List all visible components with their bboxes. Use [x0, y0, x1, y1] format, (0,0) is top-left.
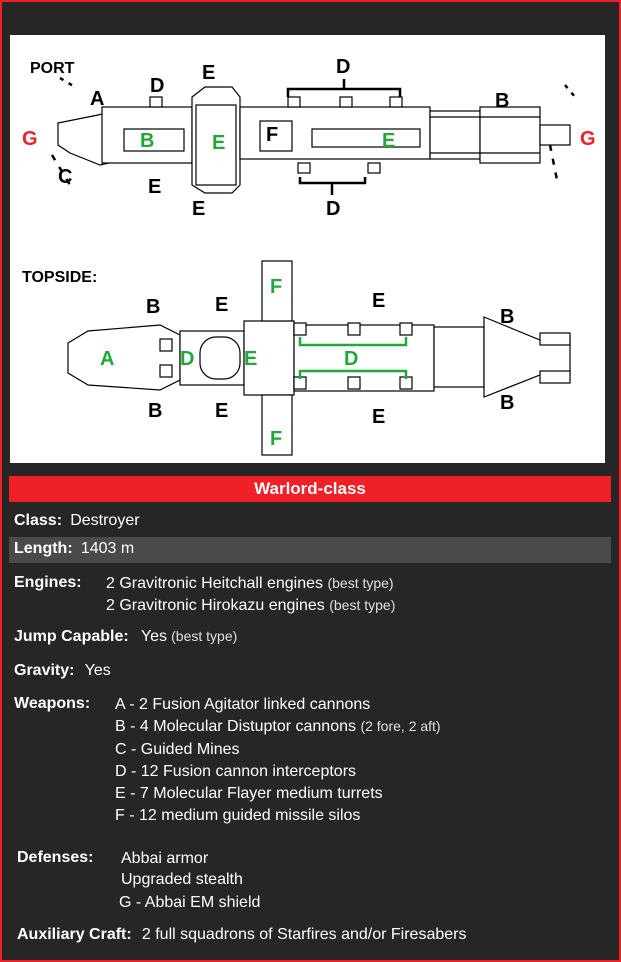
port-label-e5: E	[192, 198, 205, 220]
weapon-text: A - 2 Fusion Agitator linked cannons	[115, 696, 371, 713]
port-label-e2: E	[212, 132, 225, 154]
class-value: Destroyer	[70, 512, 140, 529]
auxiliary-label: Auxiliary Craft:	[17, 926, 132, 943]
jump-note: (best type)	[171, 628, 238, 644]
top-label-b3: B	[148, 400, 162, 422]
auxiliary-value: 2 full squadrons of Starfires and/or Fir…	[141, 926, 467, 943]
length-value: 1403 m	[80, 540, 135, 557]
engines-label: Engines:	[14, 574, 82, 591]
top-label-a: A	[100, 348, 114, 370]
ship-title: Warlord-class	[9, 476, 611, 502]
port-label-e3: E	[382, 130, 395, 152]
weapon-item: A - 2 Fusion Agitator linked cannons	[115, 696, 370, 714]
length-label: Length:	[14, 540, 73, 557]
weapons-label: Weapons:	[14, 695, 91, 712]
top-label-d2: D	[344, 348, 358, 370]
port-label-c: C	[58, 166, 72, 188]
jump-label: Jump Capable:	[14, 628, 129, 645]
weapon-item: B - 4 Molecular Distuptor cannons (2 for…	[115, 718, 441, 736]
port-label-g2: G	[580, 128, 596, 150]
top-label-f1: F	[270, 276, 282, 298]
class-label: Class:	[14, 512, 63, 529]
weapon-text: F - 12 medium guided missile silos	[115, 807, 361, 824]
defenses-label-row: Defenses:	[17, 849, 93, 867]
weapons-label-row: Weapons:	[14, 695, 90, 713]
top-label-d1: D	[180, 348, 194, 370]
weapon-text: D - 12 Fusion cannon interceptors	[115, 763, 357, 780]
engine-line: 2 Gravitronic Heitchall engines (best ty…	[106, 575, 394, 593]
engine-line: 2 Gravitronic Hirokazu engines (best typ…	[106, 597, 395, 615]
weapon-item: C - Guided Mines	[115, 741, 240, 759]
topside-label: TOPSIDE:	[22, 269, 97, 286]
length-row: Length: 1403 m	[14, 540, 134, 558]
port-label-b: B	[495, 90, 509, 112]
port-label-b2: B	[140, 130, 154, 152]
defense-item: Abbai armor	[121, 850, 209, 867]
weapon-item: F - 12 medium guided missile silos	[115, 807, 360, 825]
gravity-value: Yes	[84, 662, 111, 679]
weapon-item: E - 7 Molecular Flayer medium turrets	[115, 785, 383, 803]
top-label-e5: E	[372, 406, 385, 428]
ship-schematic: PORT	[22, 56, 596, 456]
engine-note: (best type)	[329, 597, 396, 613]
top-label-e2: E	[372, 290, 385, 312]
weapon-text: B - 4 Molecular Distuptor cannons	[115, 718, 356, 735]
gravity-row: Gravity: Yes	[14, 662, 111, 680]
auxiliary-row: Auxiliary Craft: 2 full squadrons of Sta…	[17, 926, 466, 944]
defenses-label: Defenses:	[17, 849, 94, 866]
weapon-item: D - 12 Fusion cannon interceptors	[115, 763, 356, 781]
ship-diagram: PORT	[10, 35, 605, 463]
top-label-e1: E	[215, 294, 228, 316]
port-label-f: F	[266, 124, 278, 146]
gravity-label: Gravity:	[14, 662, 75, 679]
weapon-text: E - 7 Molecular Flayer medium turrets	[115, 785, 383, 802]
defense-item: Upgraded stealth	[121, 871, 243, 888]
top-label-b2: B	[500, 306, 514, 328]
port-label-g1: G	[22, 128, 38, 150]
topside-view	[67, 260, 571, 456]
port-label-e4: E	[148, 176, 161, 198]
length-stripe	[9, 537, 611, 563]
port-label-d3: D	[326, 198, 340, 220]
jump-value: Yes	[140, 628, 167, 645]
weapon-note: (2 fore, 2 aft)	[360, 718, 441, 734]
engine-text: 2 Gravitronic Heitchall engines	[106, 575, 323, 592]
engines-label-row: Engines:	[14, 574, 82, 592]
top-label-e4: E	[215, 400, 228, 422]
port-label-d1: D	[150, 75, 164, 97]
jump-row: Jump Capable: Yes (best type)	[14, 628, 237, 646]
weapon-text: C - Guided Mines	[115, 741, 240, 758]
top-label-f2: F	[270, 428, 282, 450]
top-label-e3: E	[244, 348, 257, 370]
engine-note: (best type)	[327, 575, 394, 591]
port-label: PORT	[30, 60, 75, 77]
engine-text: 2 Gravitronic Hirokazu engines	[106, 597, 325, 614]
top-label-b4: B	[500, 392, 514, 414]
port-label-d2: D	[336, 56, 350, 78]
defense-item: G - Abbai EM shield	[119, 894, 261, 911]
top-label-b1: B	[146, 296, 160, 318]
port-view	[57, 86, 571, 194]
port-label-e1: E	[202, 62, 215, 84]
port-label-a: A	[90, 88, 104, 110]
class-row: Class: Destroyer	[14, 512, 140, 530]
